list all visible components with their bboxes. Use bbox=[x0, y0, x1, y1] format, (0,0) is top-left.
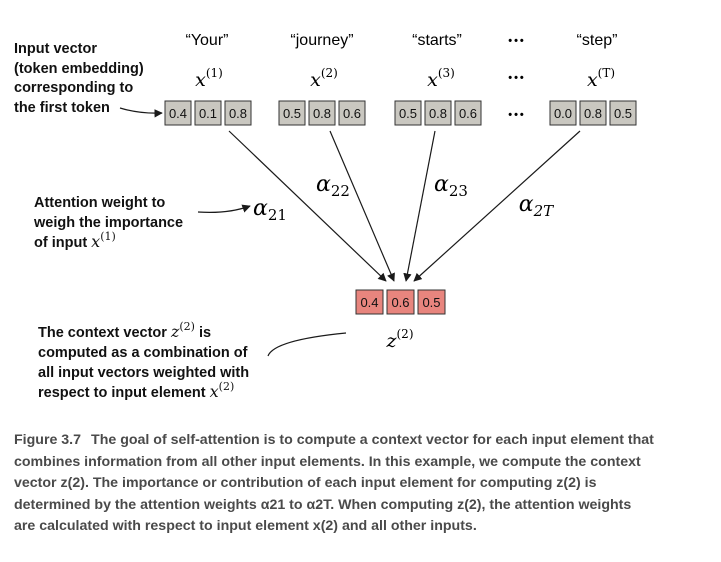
svg-text:all input vectors weighted wit: all input vectors weighted with bbox=[38, 365, 249, 381]
svg-text:The context vector z(2) is: The context vector z(2) is bbox=[38, 320, 211, 341]
weight-arrow-22 bbox=[329, 130, 395, 282]
weight-arrow-2T bbox=[413, 130, 581, 282]
token-word-3: “starts” bbox=[412, 32, 462, 49]
input-value: 0.6 bbox=[343, 106, 361, 121]
input-value: 0.8 bbox=[584, 106, 602, 121]
input-vector-3: 0.5 0.8 0.6 bbox=[394, 100, 482, 126]
svg-text:Input vector: Input vector bbox=[14, 41, 97, 57]
svg-text:respect to input element x(2): respect to input element x(2) bbox=[38, 380, 234, 401]
ellipsis-vars: ••• bbox=[508, 72, 526, 84]
input-value: 0.8 bbox=[229, 106, 247, 121]
annotation-pointer-context bbox=[267, 332, 347, 357]
token-word-T: “step” bbox=[577, 32, 618, 49]
input-value: 0.5 bbox=[399, 106, 417, 121]
context-vector: 0.4 0.6 0.5 bbox=[355, 289, 446, 315]
svg-text:weigh the importance: weigh the importance bbox=[33, 215, 183, 231]
input-value: 0.4 bbox=[169, 106, 187, 121]
annotation-pointer-weight bbox=[197, 204, 251, 213]
svg-text:the first token: the first token bbox=[14, 100, 110, 116]
context-value: 0.4 bbox=[360, 295, 378, 310]
weight-alpha-23: α23 bbox=[434, 172, 468, 200]
annotation-input-vector: Input vector (token embedding) correspon… bbox=[14, 41, 144, 116]
token-word-1: “Your” bbox=[186, 32, 229, 49]
input-var-3: x(3) bbox=[427, 66, 455, 91]
input-vector-T: 0.0 0.8 0.5 bbox=[549, 100, 637, 126]
annotation-attention-weight: Attention weight to weigh the importance… bbox=[33, 195, 183, 251]
context-var: z(2) bbox=[385, 327, 413, 352]
weight-arrow-23 bbox=[403, 130, 436, 282]
weight-alpha-21: α21 bbox=[253, 196, 287, 224]
weight-arrow-21 bbox=[228, 130, 387, 282]
ellipsis-words: ••• bbox=[508, 35, 526, 47]
token-word-2: “journey” bbox=[290, 32, 353, 49]
svg-text:Attention weight to: Attention weight to bbox=[34, 195, 165, 211]
svg-text:computed as a combination of: computed as a combination of bbox=[38, 345, 248, 361]
caption-label: Figure 3.7 bbox=[14, 432, 82, 448]
context-value: 0.5 bbox=[422, 295, 440, 310]
context-value: 0.6 bbox=[391, 295, 409, 310]
input-value: 0.1 bbox=[199, 106, 217, 121]
weight-alpha-22: α22 bbox=[316, 172, 350, 200]
annotation-pointer-input bbox=[119, 107, 163, 118]
input-vector-2: 0.5 0.8 0.6 bbox=[278, 100, 366, 126]
svg-text:corresponding to: corresponding to bbox=[14, 80, 133, 96]
input-value: 0.8 bbox=[429, 106, 447, 121]
caption-text: The goal of self-attention is to compute… bbox=[14, 432, 654, 534]
input-value: 0.5 bbox=[614, 106, 632, 121]
input-vector-1: 0.4 0.1 0.8 bbox=[164, 100, 252, 126]
svg-text:(token embedding): (token embedding) bbox=[14, 61, 144, 77]
input-var-2: x(2) bbox=[310, 66, 338, 91]
input-var-1: x(1) bbox=[195, 66, 223, 91]
annotation-context-vector: The context vector z(2) is computed as a… bbox=[38, 320, 249, 401]
svg-text:of input x(1): of input x(1) bbox=[34, 230, 116, 251]
input-value: 0.8 bbox=[313, 106, 331, 121]
input-value: 0.0 bbox=[554, 106, 572, 121]
ellipsis-vectors: ••• bbox=[508, 109, 526, 121]
input-var-T: x(T) bbox=[587, 66, 615, 91]
weight-alpha-2T: α2T bbox=[519, 192, 554, 220]
input-value: 0.5 bbox=[283, 106, 301, 121]
self-attention-diagram: “Your” “journey” “starts” “step” ••• x(1… bbox=[14, 32, 637, 401]
input-value: 0.6 bbox=[459, 106, 477, 121]
